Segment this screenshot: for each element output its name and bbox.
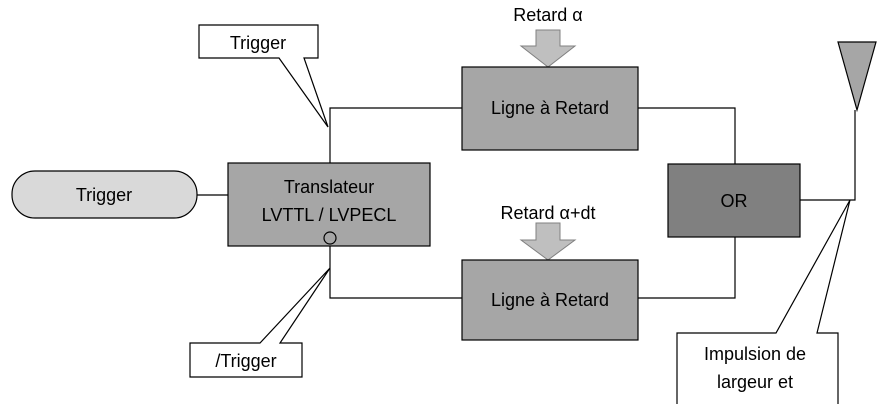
translator-block: Translateur LVTTL / LVPECL (227, 162, 431, 247)
inverted-output-bubble (323, 231, 337, 245)
callout-trigger: Trigger (198, 24, 329, 128)
trigger-input-shape (11, 170, 198, 219)
callout-trigger-label: Trigger (230, 33, 286, 53)
or-gate: OR (667, 163, 801, 238)
callout-pulse: Impulsion de largeur et (676, 199, 851, 404)
delay-line-top-label: Ligne à Retard (491, 98, 609, 118)
callout-trigger-shape (198, 24, 329, 128)
down-arrow-bottom-icon (519, 222, 577, 261)
callout-trigger-inverted: /Trigger (189, 267, 331, 378)
down-arrow-top-icon (519, 29, 577, 68)
callout-pulse-line2: largeur et (717, 372, 793, 392)
translator-line1: Translateur (284, 177, 374, 197)
delay-line-bottom-shape (461, 259, 639, 341)
wire-or-to-antenna (800, 110, 856, 201)
callout-pulse-shape (676, 199, 851, 404)
delay-bottom-value: Retard α+dt (501, 203, 596, 223)
delay-line-bottom: Ligne à Retard (461, 259, 639, 341)
delay-line-bottom-label: Ligne à Retard (491, 290, 609, 310)
delay-line-top: Ligne à Retard (461, 66, 639, 151)
delay-line-top-shape (461, 66, 639, 151)
callout-trigger-inverted-shape (189, 267, 331, 378)
callout-trigger-inverted-label: /Trigger (215, 351, 276, 371)
trigger-input-label: Trigger (76, 185, 132, 205)
or-gate-label: OR (721, 191, 748, 211)
delay-arrow-top: Retard α (513, 5, 583, 68)
callout-pulse-line1: Impulsion de (704, 344, 806, 364)
wire-translator-to-bottom-delay (329, 246, 462, 299)
wires (197, 107, 856, 299)
translator-line2: LVTTL / LVPECL (262, 205, 397, 225)
wire-bottom-delay-to-or (638, 237, 736, 299)
wire-translator-to-top-delay (329, 107, 462, 163)
wire-top-delay-to-or (638, 107, 736, 164)
delay-top-value: Retard α (513, 5, 582, 25)
antenna-icon (837, 41, 877, 113)
or-gate-shape (667, 163, 801, 238)
delay-arrow-bottom: Retard α+dt (501, 203, 596, 261)
trigger-input: Trigger (11, 170, 198, 219)
